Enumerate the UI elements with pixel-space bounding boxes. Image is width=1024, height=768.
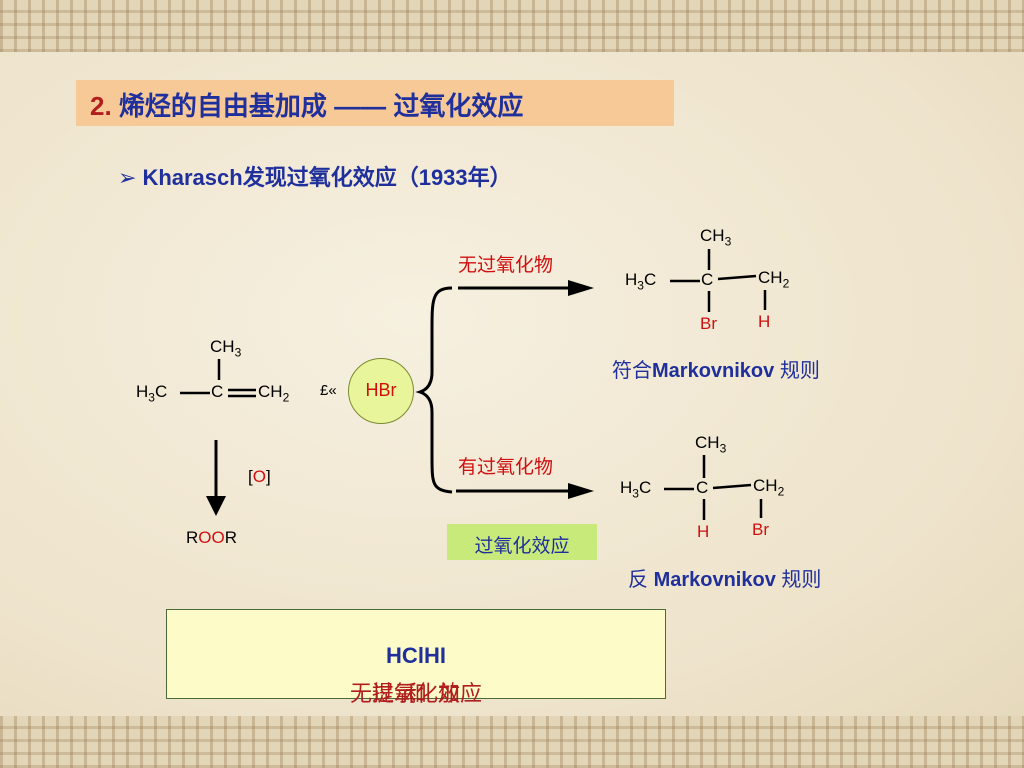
title-banner bbox=[76, 80, 674, 126]
reactant-center-c: C bbox=[211, 382, 224, 401]
lower-rule: 反 Markovnikov 规则 bbox=[628, 569, 822, 591]
oxidation-arrow-head bbox=[206, 496, 226, 516]
slide-background bbox=[0, 52, 1024, 716]
reactant-h3c: H3C bbox=[136, 382, 168, 405]
lower-arrow-head bbox=[568, 483, 594, 499]
upper-br: Br bbox=[700, 314, 717, 333]
lower-h3c: H3C bbox=[620, 478, 652, 501]
reagent-hbr-badge: HBr bbox=[348, 358, 414, 424]
lower-br: Br bbox=[752, 520, 769, 539]
lower-h: H bbox=[697, 522, 710, 541]
peroxide-effect-label: 过氧化效应 bbox=[474, 536, 570, 557]
title-text: 烯烃的自由基加成 —— 过氧化效应 bbox=[118, 91, 524, 121]
branch-brace bbox=[415, 286, 453, 494]
lower-ch2: CH2 bbox=[753, 476, 785, 499]
slide-title: 2. 烯烃的自由基加成 —— 过氧化效应 bbox=[90, 86, 523, 123]
lower-ch2-bond bbox=[712, 483, 752, 490]
title-number: 2. bbox=[90, 91, 112, 121]
bullet-text: Kharasch发现过氧化效应（1933年） bbox=[142, 165, 512, 190]
lower-center-c: C bbox=[696, 478, 709, 497]
hint-text: 提示：加 HCl 和 HI 无过氧化效应 bbox=[349, 643, 482, 706]
upper-ch2-bond bbox=[717, 274, 757, 281]
upper-condition: 无过氧化物 bbox=[458, 255, 554, 276]
reactant-ch2: CH2 bbox=[258, 382, 290, 405]
lower-condition: 有过氧化物 bbox=[458, 457, 554, 478]
oxidation-label: [O] bbox=[248, 467, 271, 486]
upper-arrow-head bbox=[568, 280, 594, 296]
reactant-ch3: CH3 bbox=[210, 337, 242, 360]
upper-rule: 符合Markovnikov 规则 bbox=[612, 360, 820, 382]
upper-h3c: H3C bbox=[625, 270, 657, 293]
upper-center-c: C bbox=[701, 270, 714, 289]
decorative-border-top bbox=[0, 0, 1024, 52]
upper-ch3: CH3 bbox=[700, 226, 732, 249]
bullet-kharasch: ➢Kharasch发现过氧化效应（1933年） bbox=[118, 160, 512, 192]
plus-symbol: £« bbox=[320, 382, 337, 399]
upper-h: H bbox=[758, 312, 771, 331]
bullet-arrow-icon: ➢ bbox=[118, 165, 137, 190]
decorative-border-bottom bbox=[0, 716, 1024, 768]
peroxide-product: ROOR bbox=[186, 528, 238, 547]
lower-ch3: CH3 bbox=[695, 433, 727, 456]
upper-ch2: CH2 bbox=[758, 268, 790, 291]
hint-box: 提示：加 HCl 和 HI 无过氧化效应 bbox=[166, 609, 666, 706]
reagent-hbr-label: HBr bbox=[365, 380, 397, 400]
peroxide-effect-badge: 过氧化效应 bbox=[447, 524, 597, 560]
